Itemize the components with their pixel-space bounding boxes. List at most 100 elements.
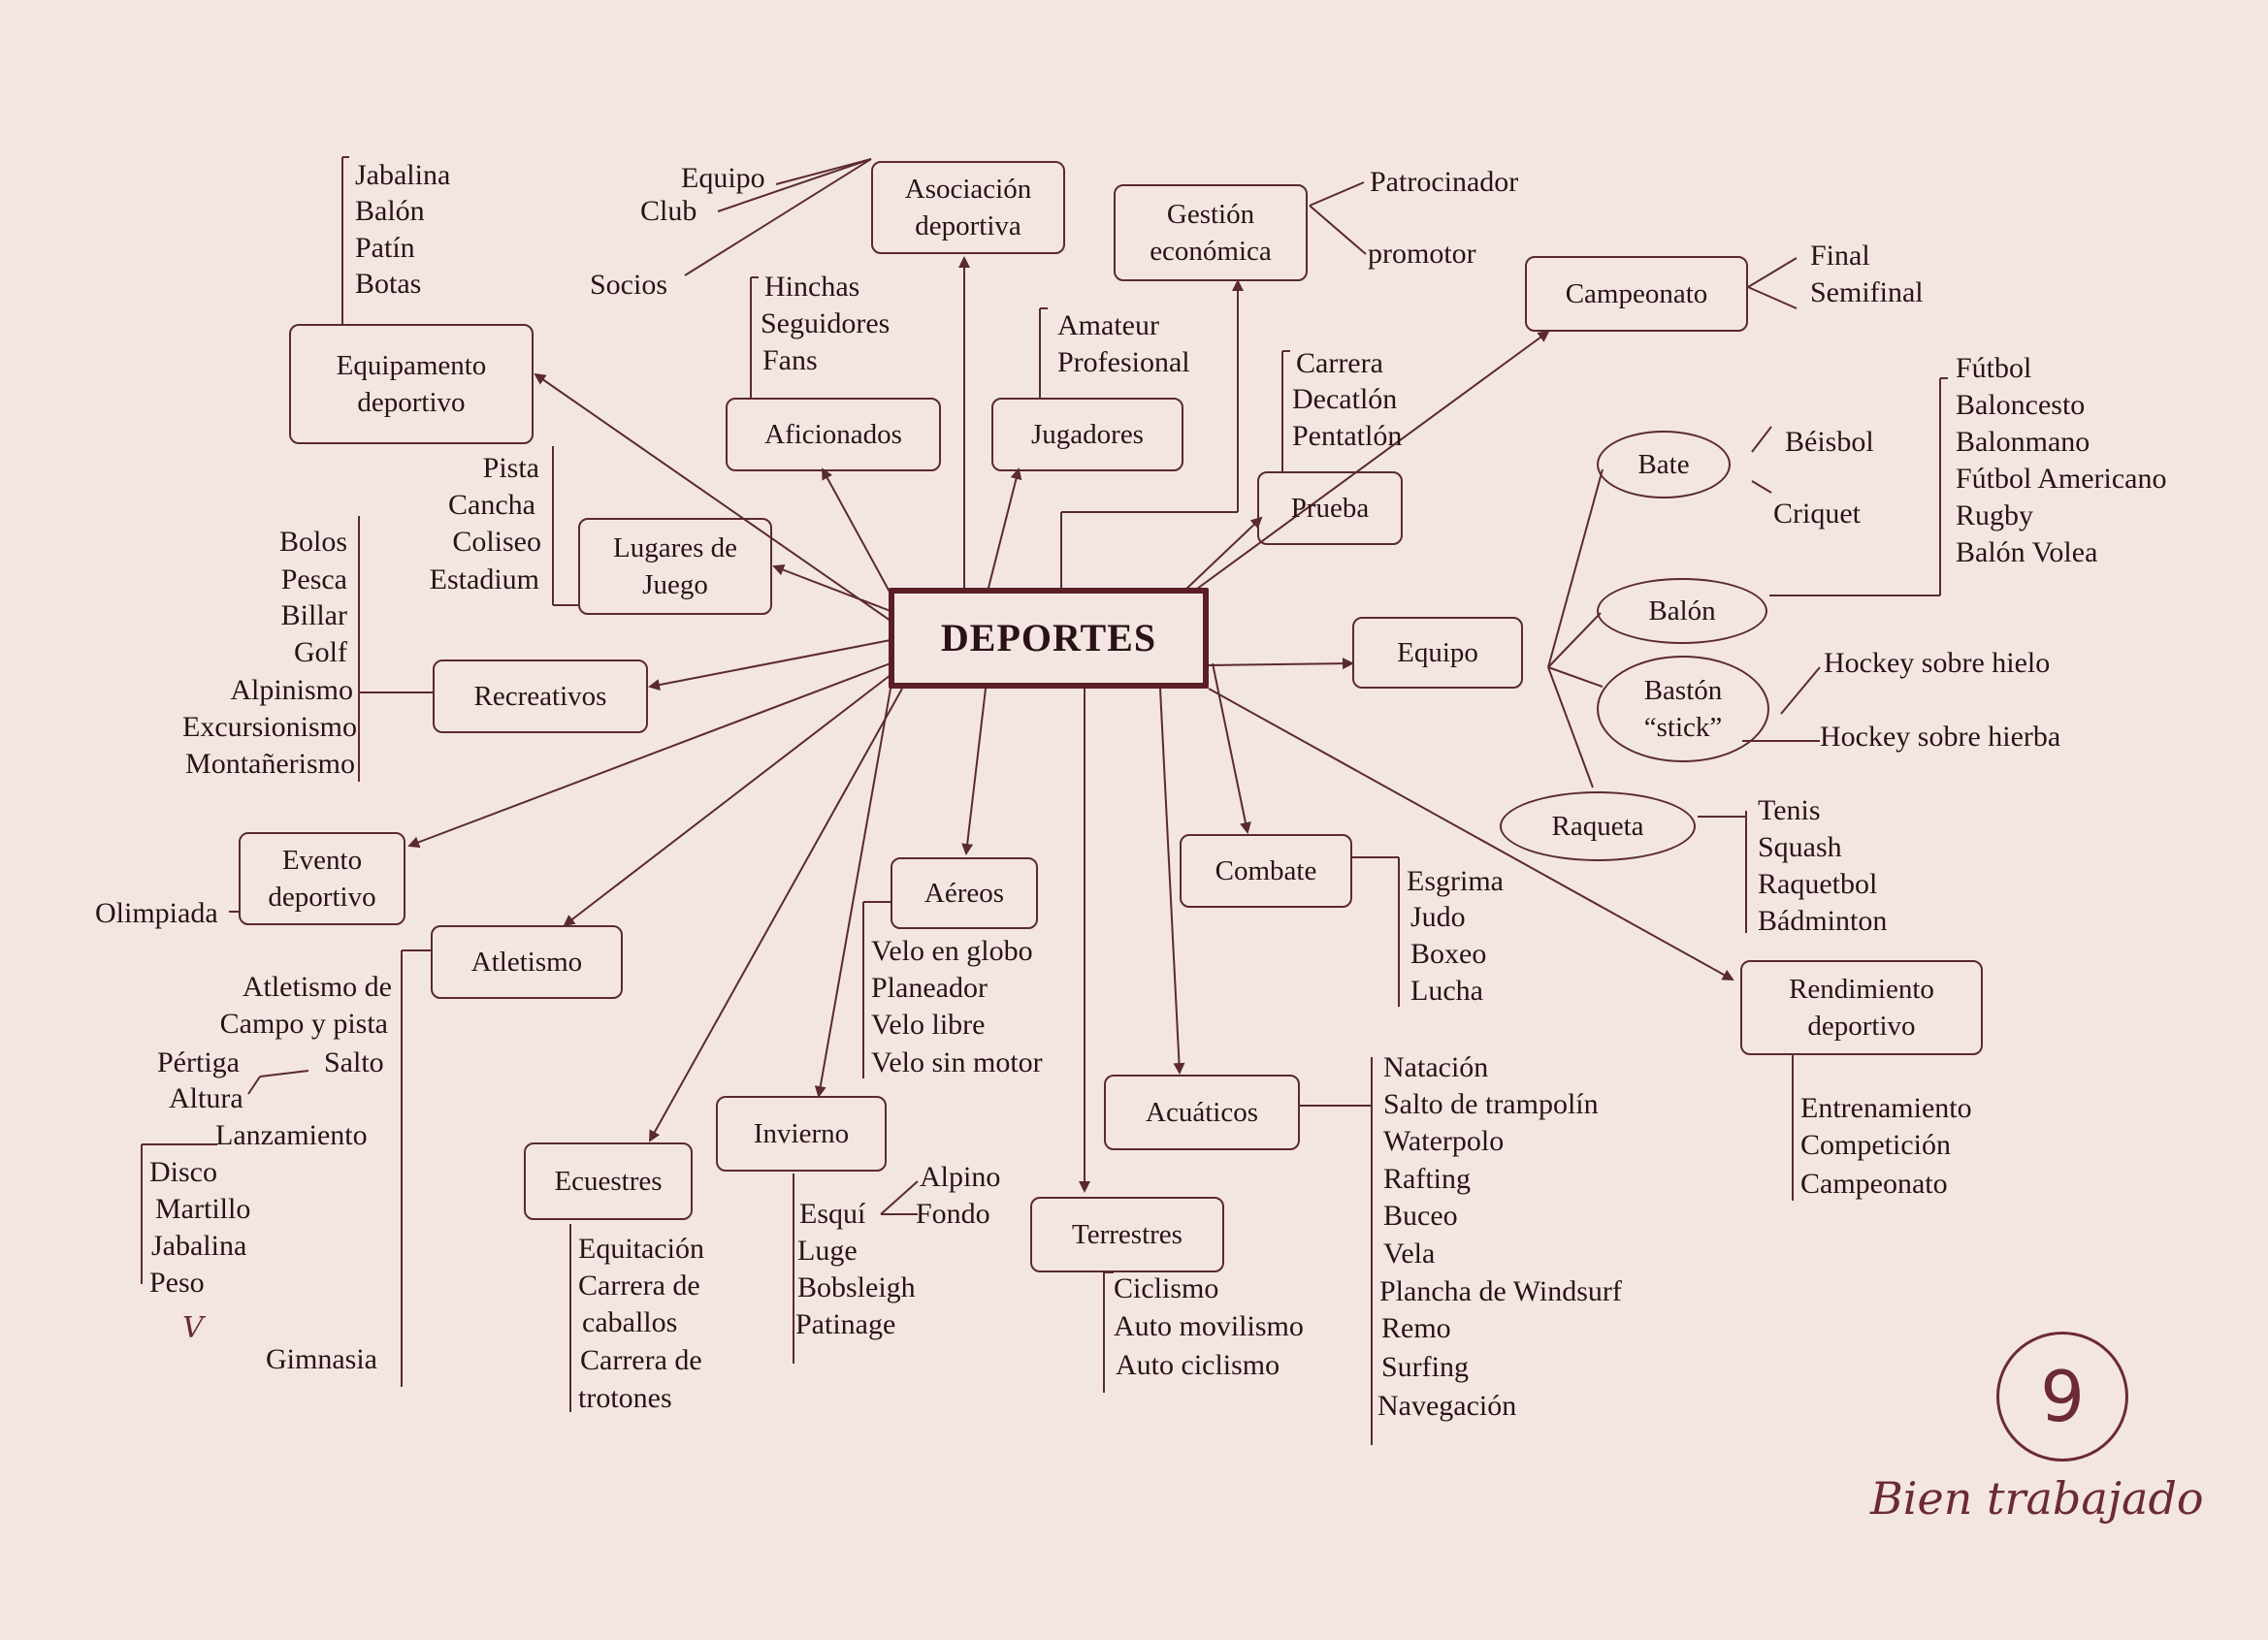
node-invierno: Invierno: [716, 1096, 887, 1172]
list-item: Balón: [355, 195, 425, 227]
list-item: Ciclismo: [1114, 1272, 1219, 1304]
list-item: Carrera de: [580, 1344, 702, 1376]
list-item: Montañerismo: [185, 748, 355, 780]
list-item: Velo libre: [871, 1009, 986, 1041]
list-item: Pentatlón: [1292, 420, 1403, 452]
list-item: Boxeo: [1410, 938, 1487, 970]
node-ecuestres: Ecuestres: [524, 1142, 693, 1220]
list-item: Bádminton: [1758, 905, 1888, 937]
node-bate: Bate: [1597, 431, 1731, 498]
node-gestion: Gestión económica: [1114, 184, 1308, 281]
list-item: Semifinal: [1810, 276, 1924, 308]
list-item: Auto movilismo: [1114, 1310, 1304, 1342]
list-item: Competición: [1800, 1129, 1951, 1161]
list-item: Billar: [280, 599, 347, 631]
list-item: Equitación: [578, 1233, 704, 1265]
list-item: Altura: [169, 1082, 243, 1114]
grade-circle: 9: [1996, 1332, 2128, 1462]
node-terrestres: Terrestres: [1030, 1197, 1224, 1272]
node-asociacion: Asociación deportiva: [871, 161, 1065, 254]
node-equipamento: Equipamento deportivo: [289, 324, 534, 444]
list-item: Vela: [1383, 1238, 1436, 1270]
list-item: Fútbol Americano: [1956, 463, 2167, 495]
list-item: Fondo: [916, 1198, 990, 1230]
node-balon: Balón: [1597, 578, 1767, 644]
list-item: Fans: [762, 344, 818, 376]
list-item: Planeador: [871, 972, 988, 1004]
list-item: Surfing: [1381, 1351, 1469, 1383]
center-node-deportes: DEPORTES: [889, 588, 1209, 689]
list-item: Decatlón: [1292, 383, 1398, 415]
list-item: Alpinismo: [230, 674, 353, 706]
list-item: promotor: [1368, 238, 1476, 270]
list-item: Bolos: [278, 526, 347, 558]
list-item: Fútbol: [1956, 352, 2032, 384]
list-item: Remo: [1381, 1312, 1451, 1344]
list-item: caballos: [582, 1306, 678, 1338]
list-item: Patín: [355, 232, 415, 264]
node-acuaticos: Acuáticos: [1104, 1075, 1300, 1150]
node-campeonato: Campeonato: [1525, 256, 1748, 332]
list-item: Balón Volea: [1956, 536, 2098, 568]
list-item: Esquí: [799, 1198, 866, 1230]
list-item: Carrera: [1296, 347, 1383, 379]
list-item: Peso: [149, 1267, 205, 1299]
list-item: Coliseo: [452, 526, 541, 558]
node-jugadores: Jugadores: [991, 398, 1183, 471]
list-item: Judo: [1410, 901, 1466, 933]
node-baston: Bastón “stick”: [1597, 656, 1769, 762]
list-item: Socios: [590, 269, 668, 301]
list-item: Salto: [324, 1046, 384, 1078]
list-item: Luge: [797, 1235, 858, 1267]
list-item: Natación: [1383, 1051, 1489, 1083]
list-item: Auto ciclismo: [1116, 1349, 1280, 1381]
list-item: Bobsleigh: [797, 1271, 916, 1303]
list-item: Rugby: [1956, 499, 2034, 531]
list-item: Campeonato: [1800, 1168, 1948, 1200]
list-item: Equipo: [681, 162, 765, 194]
list-item: Esgrima: [1407, 865, 1504, 897]
list-item: Campo y pista: [219, 1008, 388, 1040]
list-item: Lanzamiento: [215, 1119, 368, 1151]
list-item: Criquet: [1773, 498, 1861, 530]
list-item: Waterpolo: [1383, 1125, 1505, 1157]
list-item: Final: [1810, 240, 1870, 272]
node-recreativos: Recreativos: [433, 659, 648, 733]
list-item: Velo en globo: [871, 935, 1033, 967]
list-item: Béisbol: [1785, 426, 1874, 458]
list-item: Balonmano: [1956, 426, 2090, 458]
list-item: Salto de trampolín: [1383, 1088, 1599, 1120]
list-item: Pista: [482, 452, 539, 484]
list-item: Pesca: [280, 563, 347, 595]
list-item: Excursionismo: [182, 711, 357, 743]
node-raqueta: Raqueta: [1500, 791, 1696, 861]
list-item: Amateur: [1057, 309, 1159, 341]
node-atletismo: Atletismo: [431, 925, 623, 999]
list-item: Squash: [1758, 831, 1842, 863]
node-aereos: Aéreos: [891, 857, 1038, 929]
list-item: Profesional: [1057, 346, 1190, 378]
list-item: Navegación: [1377, 1390, 1517, 1422]
list-item: Martillo: [155, 1193, 251, 1225]
list-item: Disco: [149, 1156, 217, 1188]
list-item: Entrenamiento: [1800, 1092, 1972, 1124]
list-item: Tenis: [1758, 794, 1821, 826]
list-item: Velo sin motor: [871, 1046, 1043, 1078]
list-item: Olimpiada: [95, 897, 218, 929]
list-item: Jabalina: [151, 1230, 247, 1262]
list-item: Botas: [355, 268, 422, 300]
list-item: Cancha: [448, 489, 535, 521]
list-item: Gimnasia: [266, 1343, 377, 1375]
node-prueba: Prueba: [1257, 471, 1403, 545]
teacher-comment: Bien trabajado: [1870, 1472, 2204, 1525]
list-item: Buceo: [1383, 1200, 1458, 1232]
list-item: Seguidores: [761, 307, 891, 339]
list-item: trotones: [578, 1382, 672, 1414]
list-item: Raquetbol: [1758, 868, 1878, 900]
node-aficionados: Aficionados: [726, 398, 941, 471]
check-mark: V: [182, 1311, 204, 1345]
list-item: Baloncesto: [1956, 389, 2086, 421]
list-item: Alpino: [920, 1161, 1001, 1193]
